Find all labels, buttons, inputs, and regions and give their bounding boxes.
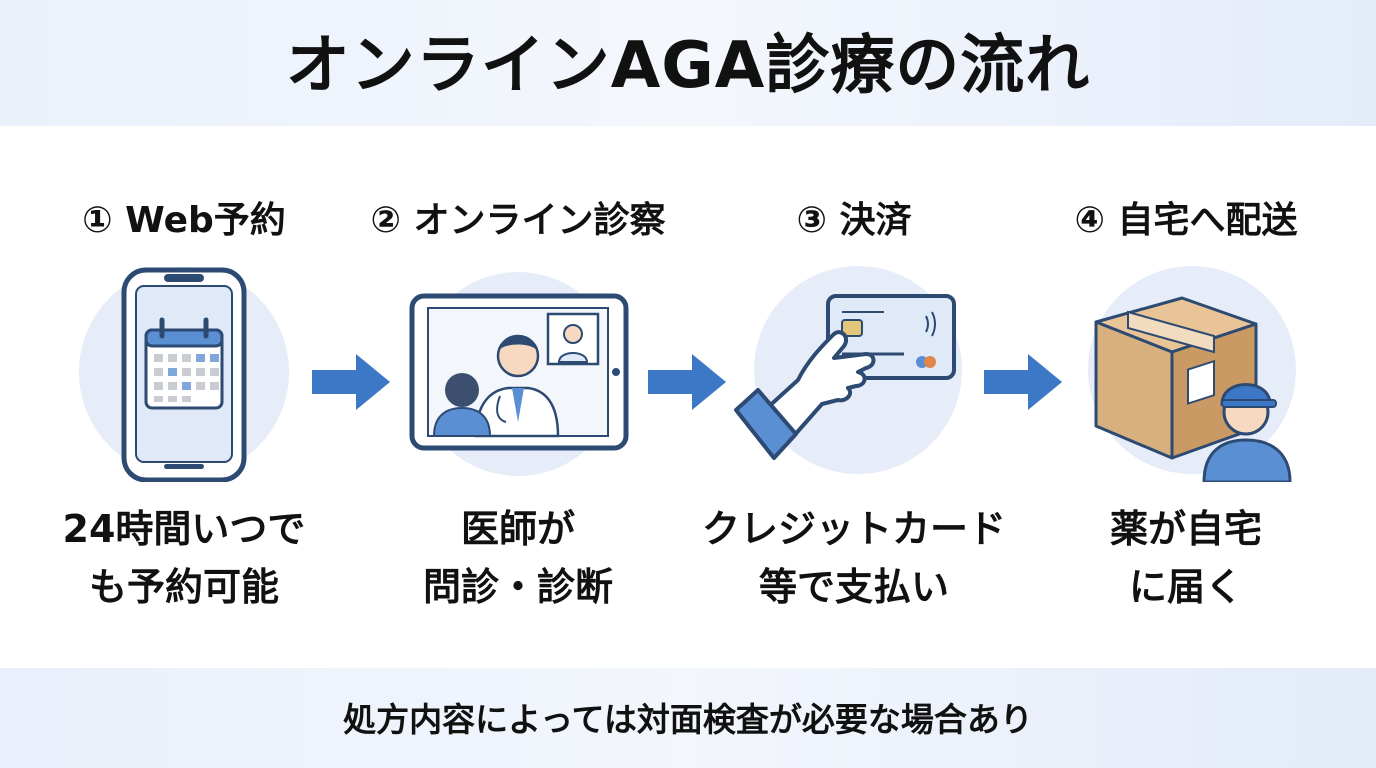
step-2-desc-line-2: 問診・診断 xyxy=(422,565,613,609)
footer-band xyxy=(0,668,1376,768)
arrow-right-icon xyxy=(312,354,390,410)
step-1-desc-line-1: 24時間いつで xyxy=(62,507,306,551)
page-title: オンラインAGA診療の流れ xyxy=(285,29,1091,103)
step-2-label: ② オンライン診察 xyxy=(370,200,666,241)
step-4-desc-line-2: に届く xyxy=(1128,565,1243,609)
header-band xyxy=(0,0,1376,126)
step-1-desc-line-2: も予約可能 xyxy=(88,565,279,609)
smartphone-calendar-icon xyxy=(64,262,304,482)
step-2-desc-line-1: 医師が xyxy=(460,507,575,551)
step-4-label: ④ 自宅へ配送 xyxy=(1074,200,1298,241)
step-1-label: ① Web予約 xyxy=(82,200,286,241)
delivery-box-icon xyxy=(1076,262,1316,482)
step-3-description: クレジットカード 等で支払い xyxy=(684,500,1024,616)
step-2-description: 医師が 問診・診断 xyxy=(348,500,688,616)
step-4-desc-line-1: 薬が自宅 xyxy=(1109,507,1262,551)
tablet-video-call-icon xyxy=(398,262,638,482)
step-3-desc-line-2: 等で支払い xyxy=(758,565,949,609)
step-4-description: 薬が自宅 に届く xyxy=(1016,500,1356,616)
arrow-right-icon xyxy=(984,354,1062,410)
arrow-right-icon xyxy=(648,354,726,410)
step-1-description: 24時間いつで も予約可能 xyxy=(14,500,354,616)
step-3-label: ③ 決済 xyxy=(796,200,912,241)
footer-note: 処方内容によっては対面検査が必要な場合あり xyxy=(343,700,1033,739)
credit-card-hand-icon xyxy=(734,262,974,482)
step-3-desc-line-1: クレジットカード xyxy=(701,507,1006,551)
